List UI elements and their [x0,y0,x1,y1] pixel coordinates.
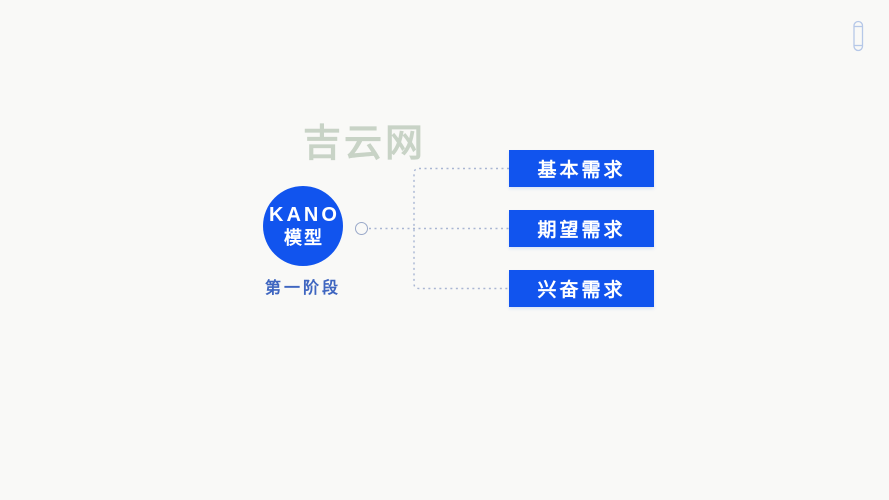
connector-bracket [413,167,509,290]
watermark-text: 吉云网 [303,123,427,165]
branch-box-expected-needs: 期望需求 [509,210,654,247]
kano-model-title-line1: KANO [269,203,340,226]
branch-box-basic-needs: 基本需求 [509,150,654,187]
connector-origin-dot [355,222,368,235]
capsule-scroll-icon[interactable] [851,20,865,53]
kano-model-node: KANO 模型 [263,186,343,266]
kano-model-title-line2: 模型 [284,227,324,248]
branch-box-excitement-needs: 兴奋需求 [509,270,654,307]
stage-label: 第一阶段 [264,280,341,297]
